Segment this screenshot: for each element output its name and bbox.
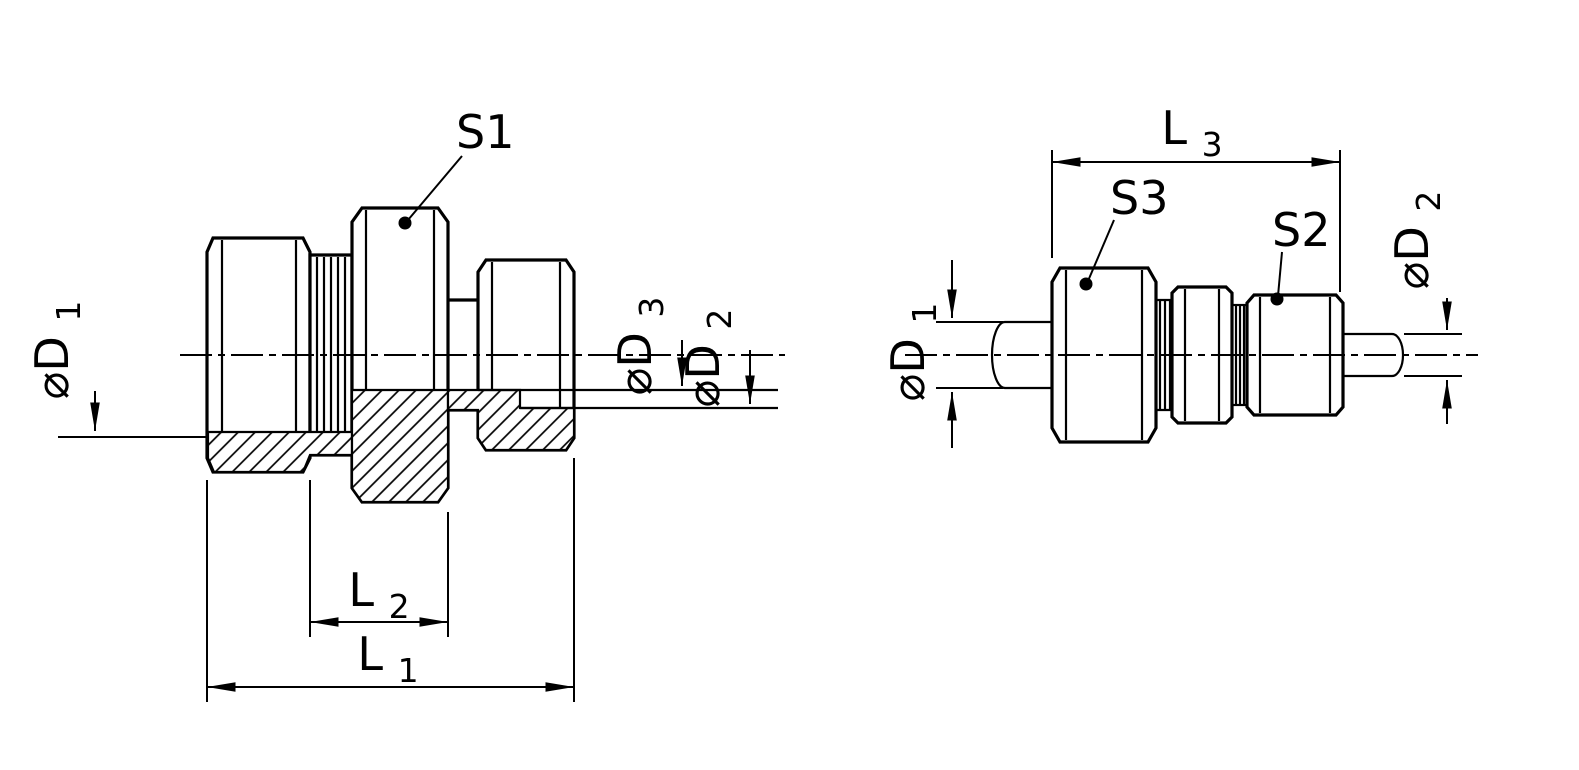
left-tube-end-cap: [990, 320, 1006, 390]
label-l3: L 3: [1161, 101, 1222, 164]
s2-leader-dot: [1270, 292, 1284, 306]
left-section-hatch: [206, 388, 576, 504]
label-text: S1: [456, 105, 514, 159]
hatch-center-hex: [350, 388, 450, 504]
right-view: L 3 S3 S2 ⌀D 1: [881, 101, 1478, 448]
right-fitting-body: [990, 266, 1405, 444]
label-d3-left: ⌀D 3: [608, 297, 671, 396]
s3-nut-outline: [1050, 266, 1158, 444]
left-dimensions: S1 ⌀D 1 ⌀D 3 ⌀D 2: [25, 105, 755, 702]
hatch-right-nut: [446, 388, 576, 452]
label-s1: S1: [456, 105, 514, 159]
s1-leader-line: [407, 155, 463, 221]
label-d1-right: ⌀D 1: [881, 303, 944, 402]
label-d2-right: ⌀D 2: [1385, 191, 1448, 290]
s1-leader-dot: [398, 216, 412, 230]
s2-leader-line: [1277, 251, 1283, 297]
label-l2: L 2: [348, 563, 409, 626]
label-d2-left: ⌀D 2: [676, 309, 739, 408]
left-view: S1 ⌀D 1 ⌀D 3 ⌀D 2: [25, 105, 785, 702]
label-s2: S2: [1272, 203, 1330, 257]
label-d1-left: ⌀D 1: [25, 301, 88, 400]
label-l1: L 1: [357, 627, 418, 690]
hatch-left-nut: [206, 430, 354, 474]
s3-leader-dot: [1079, 277, 1093, 291]
label-s3: S3: [1110, 171, 1168, 225]
right-dimensions: L 3 S3 S2 ⌀D 1: [881, 101, 1462, 448]
s3-leader-line: [1087, 219, 1115, 282]
